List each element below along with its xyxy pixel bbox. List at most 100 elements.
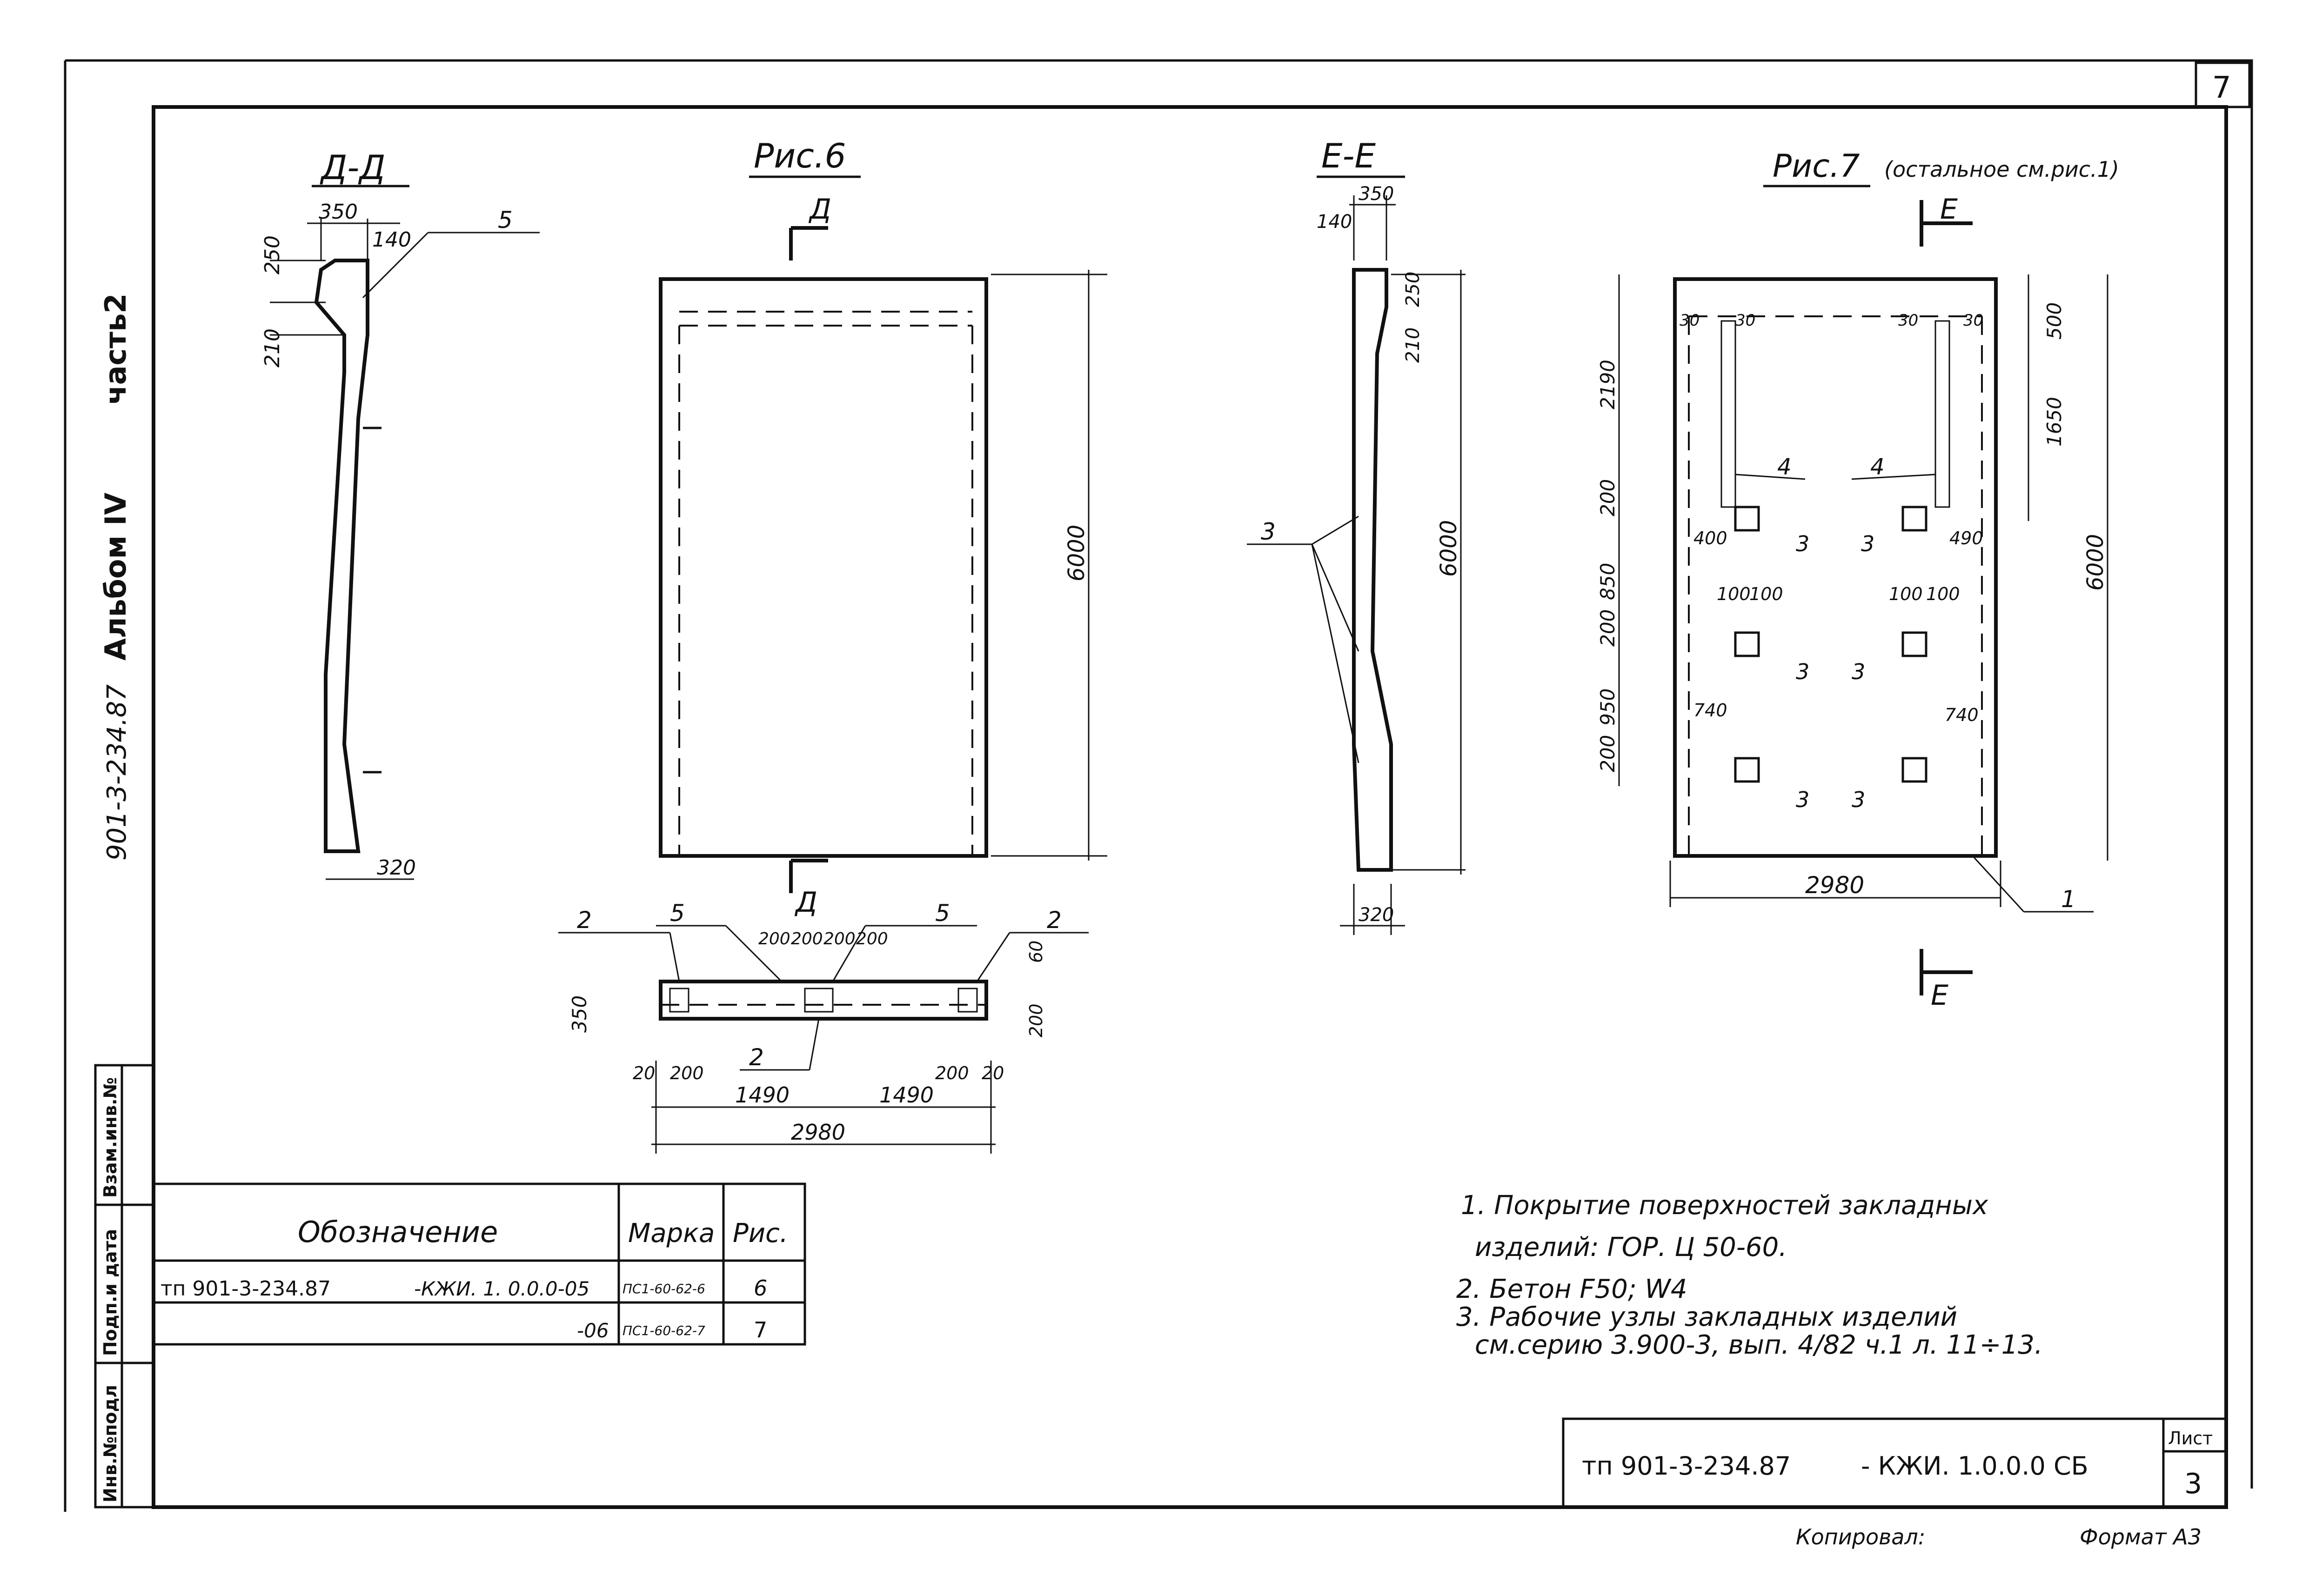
svg-text:500: 500 — [2043, 302, 2066, 340]
side-stamp-album-no: IV — [99, 493, 133, 526]
svg-text:140: 140 — [372, 228, 411, 252]
table-header-fig: Рис. — [733, 1218, 788, 1249]
sheet-number-top: 7 — [2212, 71, 2231, 105]
fig7-title: Рис.7 — [1773, 148, 1860, 185]
note-2: 2. Бетон F50; W4 — [1456, 1274, 1687, 1304]
svg-text:30: 30 — [1735, 311, 1755, 330]
svg-text:250: 250 — [1402, 272, 1424, 307]
table-header-mark: Марка — [628, 1218, 715, 1249]
svg-text:3: 3 — [1852, 659, 1865, 684]
side-col-1: Инв.№подл — [100, 1385, 120, 1503]
table-row2-mark: ПС1-60-62-7 — [622, 1323, 705, 1338]
fig7-rebar-left — [1720, 320, 1736, 508]
svg-text:5: 5 — [498, 207, 513, 234]
svg-text:400: 400 — [1693, 528, 1727, 548]
svg-text:1490: 1490 — [879, 1082, 934, 1108]
side-col-3: Взам.инв.№ — [100, 1077, 120, 1198]
svg-text:2980: 2980 — [1805, 872, 1864, 899]
note-3b: см.серию 3.900-3, вып. 4/82 ч.1 л. 11÷13… — [1475, 1330, 2043, 1360]
table-row2-suffix: -06 — [577, 1319, 609, 1342]
svg-text:100: 100 — [1889, 584, 1923, 604]
svg-text:Д: Д — [794, 886, 817, 919]
fig7-panel-outline — [1673, 277, 1998, 858]
title-block — [1562, 1417, 2228, 1509]
svg-text:200: 200 — [823, 929, 856, 948]
table-row1-mark: ПС1-60-62-6 — [622, 1281, 705, 1296]
svg-text:30: 30 — [1680, 311, 1700, 330]
svg-text:3: 3 — [1261, 518, 1276, 545]
svg-text:2: 2 — [1047, 907, 1062, 934]
title-block-suffix: - КЖИ. 1.0.0.0 СБ — [1861, 1451, 2088, 1481]
svg-text:3: 3 — [1861, 531, 1874, 556]
side-col-2: Подп.и дата — [100, 1229, 120, 1356]
side-stamp-code: 901-3-234.87 — [102, 684, 132, 861]
svg-text:4: 4 — [1870, 454, 1885, 480]
table-row1-fig: 6 — [754, 1275, 767, 1301]
svg-text:1: 1 — [2061, 886, 2076, 913]
svg-text:200: 200 — [1596, 735, 1619, 772]
svg-text:200: 200 — [758, 929, 790, 948]
svg-text:1650: 1650 — [2043, 397, 2066, 447]
view-dd: Д-Д 350 140 250 210 320 5 — [261, 148, 540, 880]
table-row1-code: тп 901-3-234.87 — [161, 1277, 331, 1301]
svg-text:350: 350 — [319, 200, 358, 224]
title-block-sheet-no: 3 — [2184, 1468, 2202, 1500]
view-fig7: Рис.7 (остальное см.рис.1) Е 2980 Е 2190… — [1596, 148, 2119, 1012]
svg-text:200: 200 — [1026, 1003, 1046, 1037]
svg-text:200: 200 — [1596, 609, 1619, 647]
notes-block: 1. Покрытие поверхностей закладных издел… — [1456, 1190, 2043, 1360]
title-block-code: тп 901-3-234.87 — [1582, 1451, 1791, 1481]
svg-text:100: 100 — [1926, 584, 1960, 604]
ee-section-profile — [1352, 268, 1393, 872]
svg-text:350: 350 — [1359, 183, 1394, 205]
view-ee: Е-Е 350 140 250 210 6000 320 3 — [1247, 136, 1466, 935]
svg-text:2980: 2980 — [791, 1120, 845, 1145]
svg-text:30: 30 — [1963, 311, 1983, 330]
svg-text:4: 4 — [1777, 454, 1792, 480]
table-row2-fig: 7 — [754, 1317, 767, 1342]
svg-text:210: 210 — [1402, 327, 1424, 363]
note-1: 1. Покрытие поверхностей закладных — [1461, 1190, 1988, 1221]
outer-border — [65, 59, 2253, 1489]
svg-text:2190: 2190 — [1596, 360, 1619, 409]
svg-text:20: 20 — [633, 1063, 655, 1083]
svg-text:3: 3 — [1796, 531, 1809, 556]
spec-table — [152, 1182, 806, 1346]
svg-text:490: 490 — [1949, 528, 1983, 548]
svg-text:Д: Д — [808, 193, 831, 226]
note-3: 3. Рабочие узлы закладных изделий — [1456, 1302, 1957, 1332]
fig7-title-note: (остальное см.рис.1) — [1884, 157, 2119, 182]
svg-text:20: 20 — [982, 1063, 1004, 1083]
svg-text:3: 3 — [1852, 787, 1865, 812]
fig6-title: Рис.6 — [754, 136, 846, 175]
dd-title: Д-Д — [320, 148, 385, 187]
table-row1-suffix: -КЖИ. 1. 0.0.0-05 — [414, 1277, 589, 1300]
svg-text:740: 740 — [1945, 705, 1979, 725]
fig7-rebar-right — [1934, 320, 1950, 508]
dd-section-profile — [314, 259, 369, 853]
svg-text:Е: Е — [1931, 979, 1948, 1012]
svg-text:60: 60 — [1026, 941, 1046, 963]
footer-format: Формат А3 — [2080, 1524, 2202, 1549]
svg-text:350: 350 — [568, 995, 591, 1033]
side-stamp: 901-3-234.87 Альбом IV часть2 — [99, 294, 133, 861]
plan-outline — [659, 980, 988, 1021]
svg-text:200: 200 — [670, 1063, 704, 1083]
view-plan: 1490 1490 2980 20 200 200 20 200 200 200… — [558, 900, 1089, 1154]
svg-text:30: 30 — [1898, 311, 1918, 330]
svg-text:200: 200 — [1596, 479, 1619, 516]
svg-text:5: 5 — [670, 900, 685, 927]
svg-text:200: 200 — [791, 929, 823, 948]
sheet-number-box — [2195, 61, 2251, 108]
fig6-panel-outline — [659, 277, 988, 858]
svg-text:Е: Е — [1940, 193, 1958, 226]
title-block-sheet-label: Лист — [2168, 1428, 2213, 1449]
svg-text:3: 3 — [1796, 659, 1809, 684]
svg-text:5: 5 — [935, 900, 950, 927]
svg-text:320: 320 — [377, 856, 416, 880]
svg-text:850: 850 — [1596, 563, 1619, 600]
svg-text:6000: 6000 — [1436, 520, 1462, 577]
side-stamp-album: Альбом — [99, 535, 133, 661]
svg-text:950: 950 — [1596, 688, 1619, 726]
